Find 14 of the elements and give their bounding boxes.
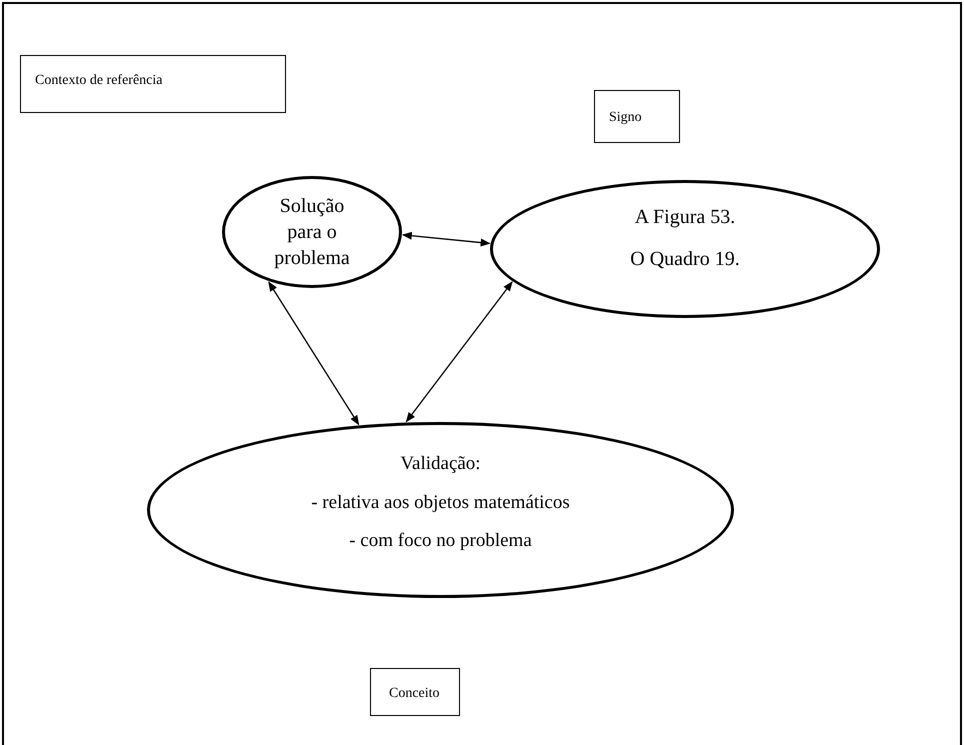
node-text: A Figura 53. bbox=[634, 205, 736, 230]
label-box bbox=[594, 90, 680, 143]
double-arrow bbox=[406, 281, 513, 422]
node-text: Contexto de referência bbox=[35, 72, 162, 90]
node-text: Conceito bbox=[389, 685, 440, 703]
node-text: - relativa aos objetos matemáticos bbox=[311, 490, 570, 515]
node-text: Signo bbox=[609, 109, 642, 127]
node-text: O Quadro 19. bbox=[630, 247, 740, 272]
label-box bbox=[20, 55, 286, 113]
label-box bbox=[370, 668, 460, 716]
node-text: - com foco no problema bbox=[349, 529, 532, 554]
double-arrow bbox=[402, 232, 491, 247]
node-text: Solução para o problema bbox=[273, 194, 351, 271]
node-text: Validação: bbox=[400, 452, 481, 476]
